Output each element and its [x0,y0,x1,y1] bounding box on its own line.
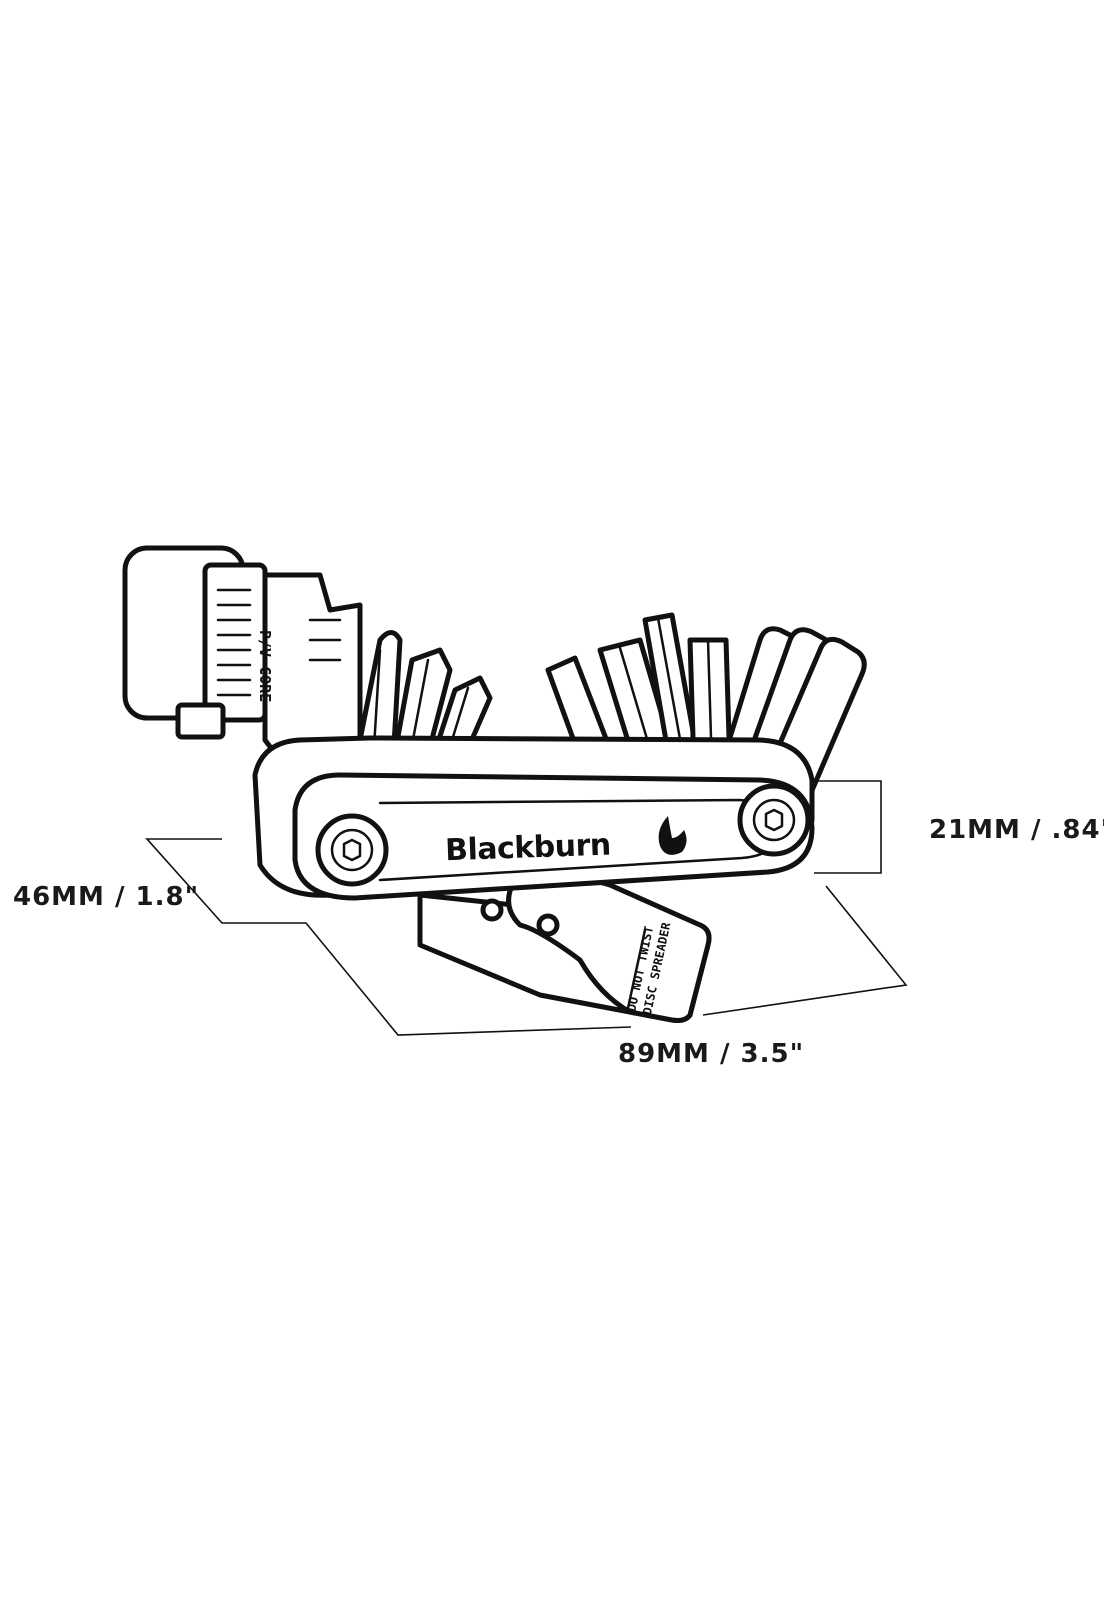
chain-tool-engraving: P/V CORE [256,630,274,702]
pivot-bolt-left [315,813,389,887]
tire-lever: DO NOT TWIST DISC SPREADER [417,873,712,1023]
chain-tool: P/V CORE [122,545,363,763]
main-body: Blackburn [292,772,815,901]
chain-tool-thread [216,588,252,697]
brand-name: Blackburn [445,828,612,869]
height-dimension-label: 21MM / .84" [929,815,1104,845]
pivot-bolt-right [737,783,811,857]
width-dimension-label: 46MM / 1.8" [13,882,199,912]
length-dimension-label: 89MM / 3.5" [618,1039,804,1069]
brand-flame-icon [658,816,687,855]
dimension-lines [145,780,908,1036]
